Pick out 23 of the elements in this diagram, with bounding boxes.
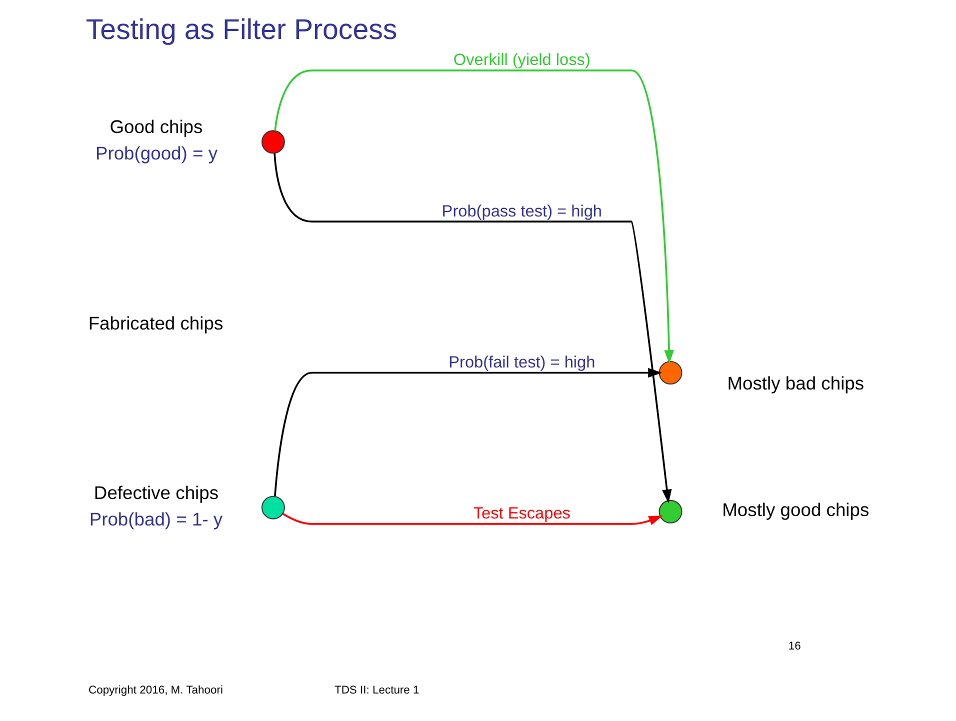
node-circle bbox=[260, 496, 284, 520]
edge-label: Prob(pass test) = high bbox=[441, 202, 602, 220]
node-circle bbox=[658, 500, 682, 524]
node-circle bbox=[260, 130, 284, 154]
diagram-title: Testing as Filter Process bbox=[85, 14, 397, 46]
node-label: Mostly bad chips bbox=[726, 372, 864, 394]
arrow bbox=[273, 153, 672, 504]
node-label: Prob(good) = y bbox=[94, 142, 218, 164]
label: Copyright 2016, M. Tahoori bbox=[88, 684, 222, 696]
node-circle bbox=[658, 361, 682, 384]
label: 16 bbox=[788, 640, 800, 652]
label: TDS II: Lecture 1 bbox=[334, 684, 419, 696]
node-label: Defective chips bbox=[93, 482, 218, 503]
edge-label: Test Escapes bbox=[472, 504, 570, 523]
label: Fabricated chips bbox=[88, 312, 223, 334]
node-label: Prob(bad) = 1- y bbox=[88, 508, 222, 530]
arrow bbox=[274, 368, 662, 496]
node-label: Mostly good chips bbox=[722, 499, 869, 520]
edge-label: Overkill (yield loss) bbox=[452, 51, 590, 70]
edge-label: Prob(fail test) = high bbox=[448, 353, 595, 372]
arrow bbox=[282, 512, 662, 526]
node-label: Good chips bbox=[109, 116, 202, 138]
arrow bbox=[274, 70, 674, 364]
